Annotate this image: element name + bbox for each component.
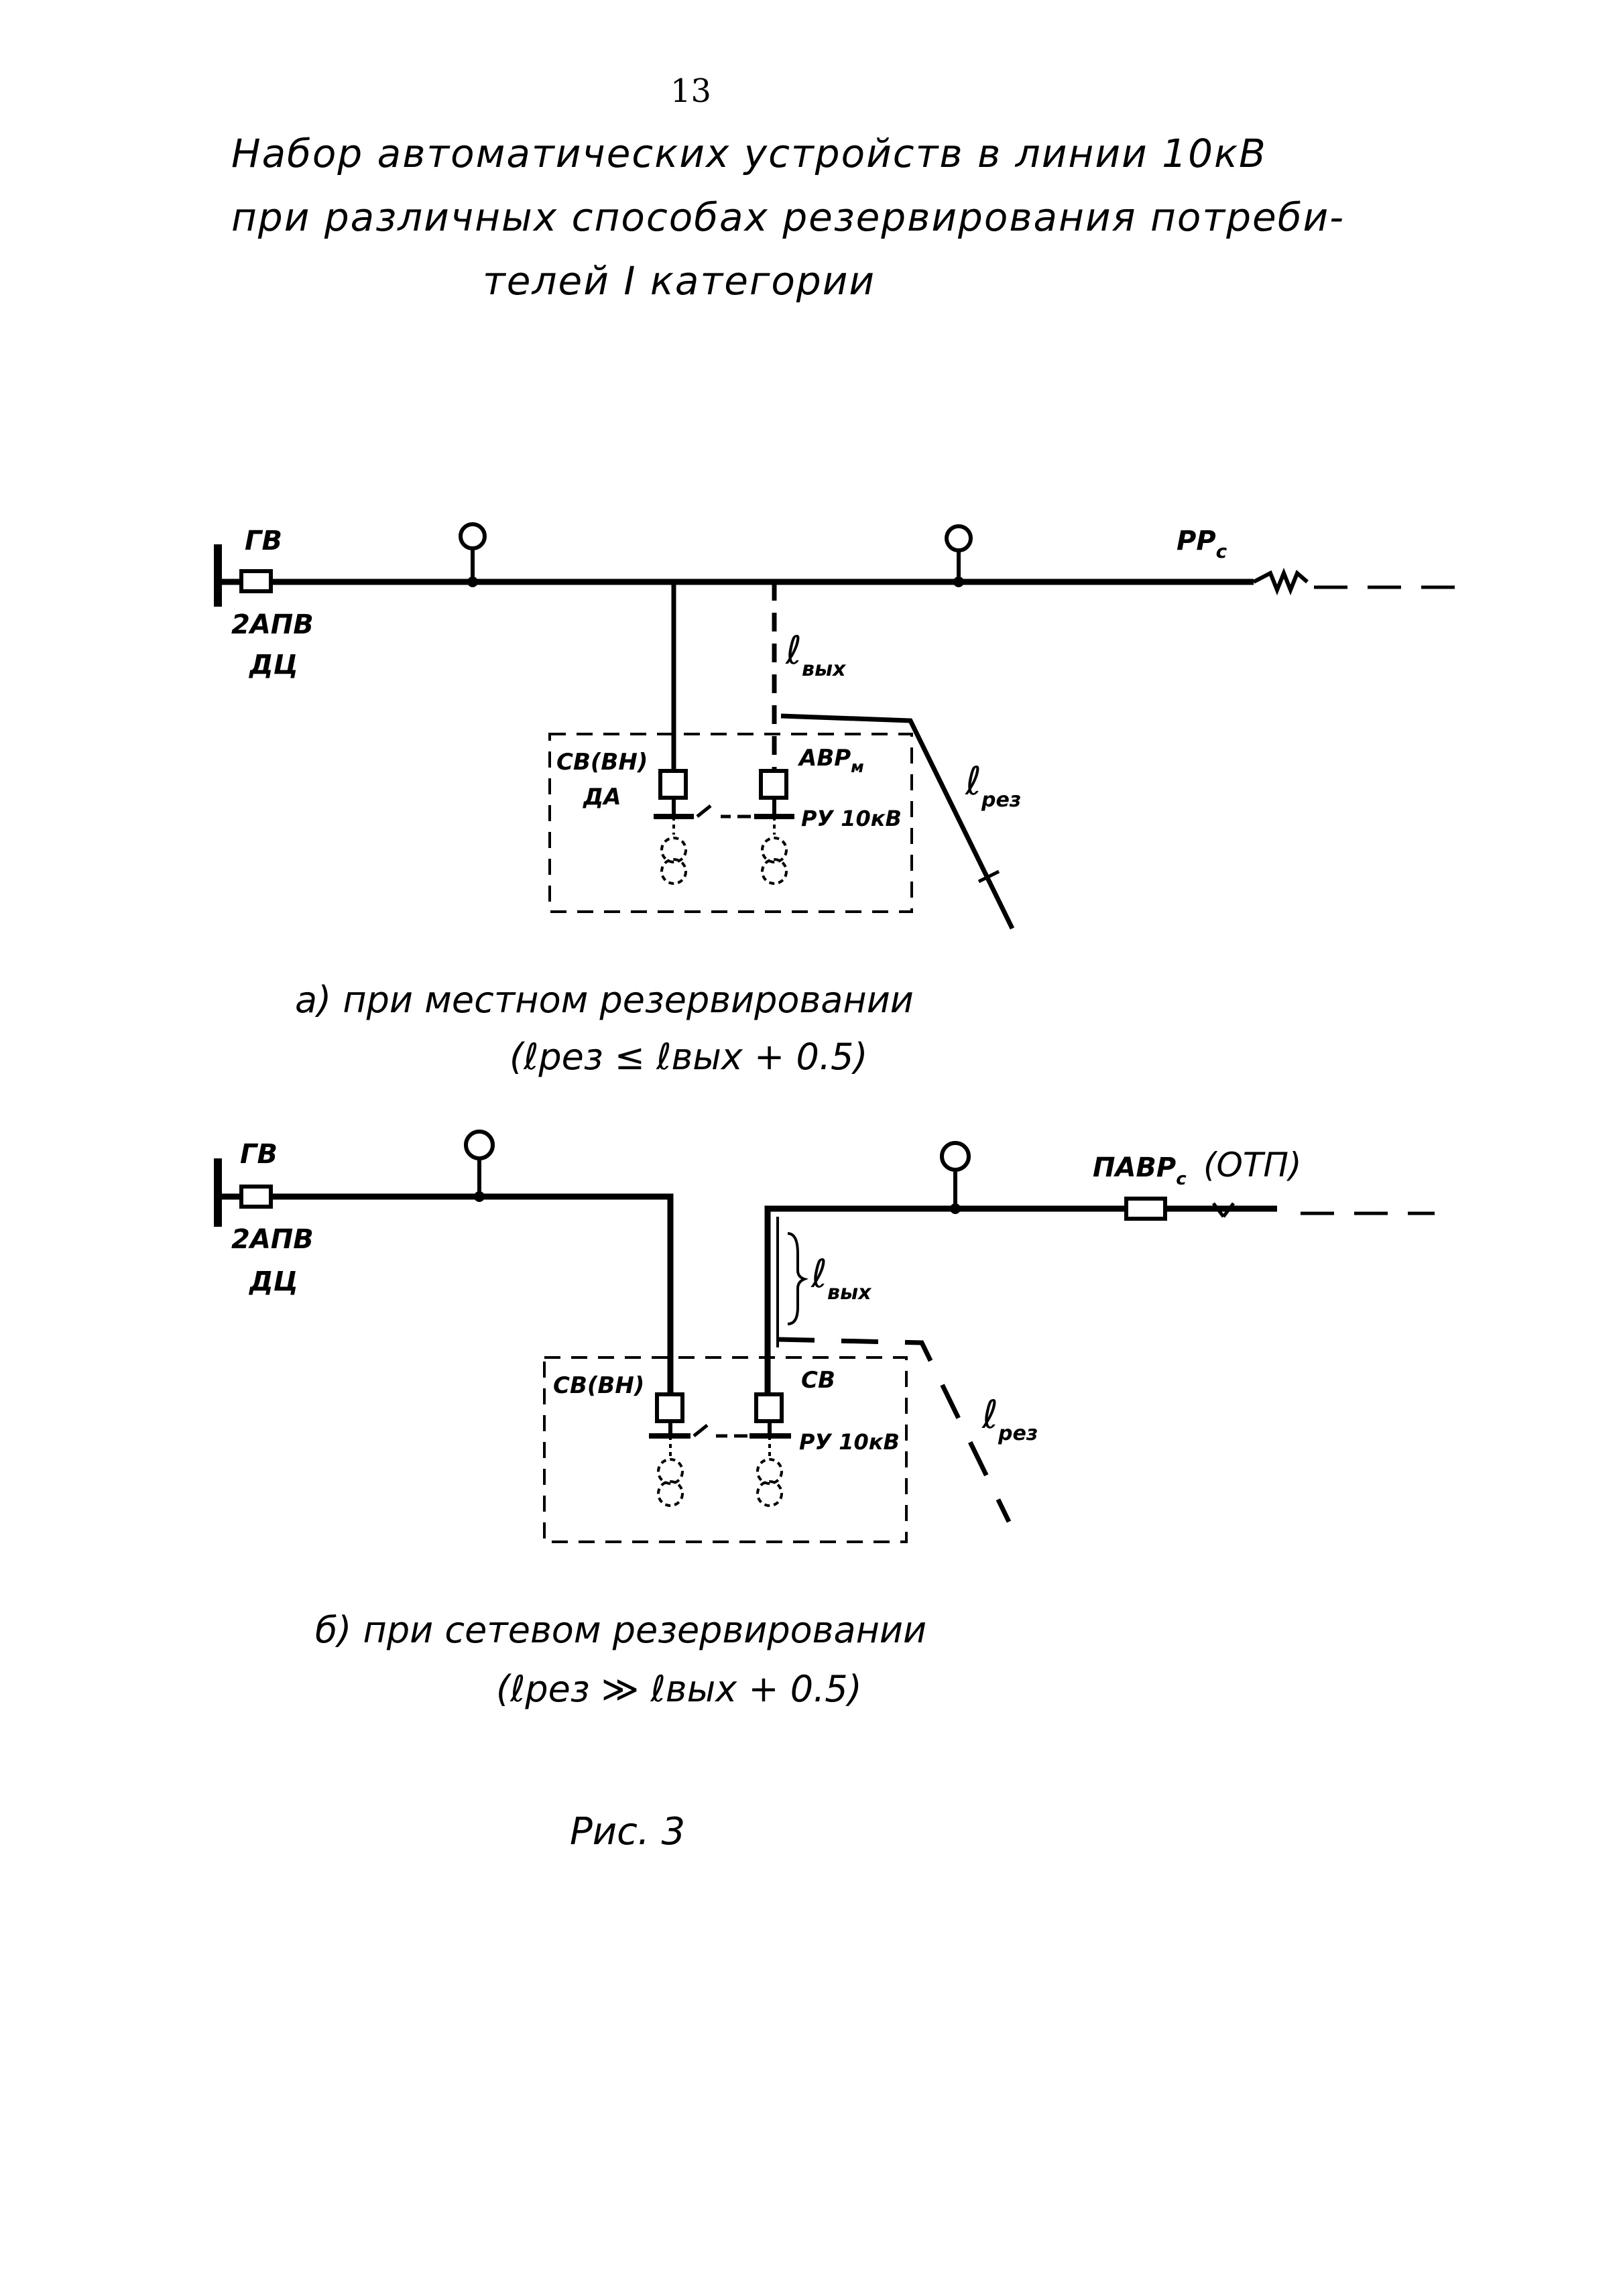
label-sv-vn: СВ(ВН) — [556, 749, 648, 776]
label-gv: ГВ — [245, 526, 282, 556]
transformer-symbol — [660, 837, 687, 863]
pole-circle — [459, 522, 487, 550]
title-line-3: телей I категории — [483, 258, 876, 304]
head-breaker — [239, 1185, 273, 1209]
label-avr: АВРм — [797, 745, 864, 776]
caption-b-line1: б) при сетевом резервировании — [315, 1609, 927, 1651]
label-gapv: 2АПВ — [231, 609, 314, 640]
transformer-symbol — [761, 837, 788, 863]
adjacent-line — [764, 1205, 1277, 1394]
label-l-rez: ℓрез — [965, 758, 1021, 812]
figure-caption: Рис. 3 — [570, 1810, 686, 1854]
label-gv: ГВ — [240, 1139, 278, 1170]
label-gapv: 2АПВ — [231, 1224, 314, 1255]
pole-circle — [945, 524, 973, 552]
caption-a-line1: а) при местном резервировании — [295, 979, 914, 1021]
label-l-rez: ℓрез — [981, 1392, 1038, 1445]
reserve-line — [777, 1337, 1012, 1523]
head-breaker — [239, 569, 273, 593]
label-sv-vn: СВ(ВН) — [553, 1372, 644, 1399]
label-otp: (ОТП) — [1203, 1146, 1302, 1185]
substation-box — [543, 1356, 908, 1543]
transformer-symbol — [756, 1458, 783, 1485]
title-line-1: Набор автоматических устройств в линии 1… — [231, 131, 1267, 176]
pole-circle — [464, 1130, 495, 1160]
label-dc: ДЦ — [248, 1266, 298, 1297]
disconnector-symbol — [1252, 567, 1309, 596]
title-line-2: при различных способах резервирования по… — [231, 194, 1345, 240]
caption-b-line2: (ℓрез ≫ ℓвых + 0.5) — [496, 1668, 862, 1710]
main-line — [218, 1193, 674, 1394]
reserve-line — [780, 713, 1015, 930]
diagram-local-reserve: ГВ 2АПВ ДЦ РРс ℓвых ℓрез СВ(ВН) ДА АВРм … — [214, 522, 1455, 930]
label-sv: СВ — [801, 1367, 835, 1394]
label-da: ДА — [583, 784, 621, 810]
label-pavr: ПАВРс — [1093, 1152, 1187, 1189]
label-l-vyh: ℓвых — [785, 627, 847, 681]
transformer-symbol — [657, 1458, 684, 1485]
caption-a-line2: (ℓрез ≤ ℓвых + 0.5) — [509, 1036, 868, 1078]
label-l-vyh: ℓвых — [810, 1251, 872, 1305]
section-breaker — [1124, 1197, 1167, 1221]
page-number: 13 — [670, 72, 712, 110]
pole-circle — [940, 1141, 971, 1172]
label-rr: РРс — [1177, 526, 1227, 562]
label-dc: ДЦ — [248, 650, 298, 680]
length-brace — [787, 1232, 809, 1325]
diagram-network-reserve: ГВ 2АПВ ДЦ ПАВРс (ОТП) ℓвых ℓрез СВ(ВН) … — [214, 1130, 1435, 1543]
label-ru: РУ 10кВ — [801, 806, 902, 831]
label-ru: РУ 10кВ — [799, 1429, 900, 1455]
